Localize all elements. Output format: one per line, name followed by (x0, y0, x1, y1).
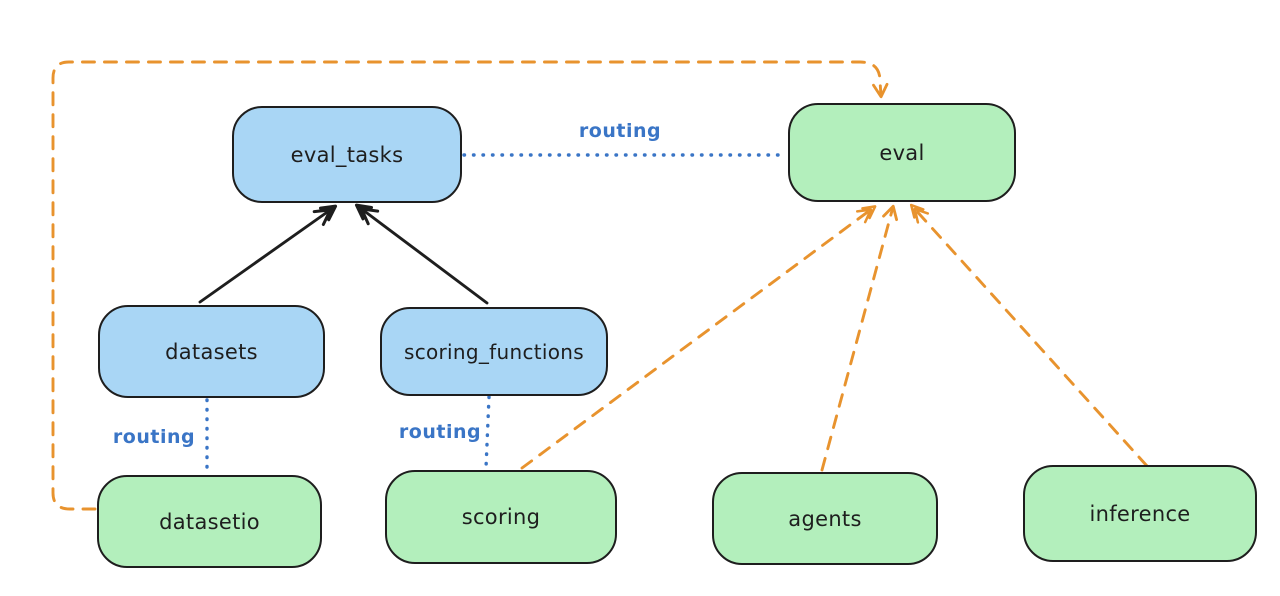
edge-datasets-to-eval-tasks (198, 204, 338, 304)
edge-inference-to-eval (909, 203, 1149, 468)
edge-label-routing-datasets: routing (112, 426, 196, 448)
node-inference[interactable]: inference (1023, 465, 1257, 562)
edge-label-routing-scoring: routing (398, 421, 482, 443)
node-eval[interactable]: eval (788, 103, 1016, 202)
node-eval-tasks-label: eval_tasks (290, 142, 404, 167)
node-scoring-functions-label: scoring_functions (403, 339, 585, 364)
node-eval-label: eval (879, 140, 925, 165)
node-inference-label: inference (1089, 501, 1191, 526)
node-eval-tasks[interactable]: eval_tasks (232, 106, 462, 203)
edge-label-routing-top: routing (578, 120, 662, 142)
node-datasetio-label: datasetio (159, 509, 260, 534)
edge-datasetio-to-eval (51, 60, 889, 511)
node-scoring[interactable]: scoring (385, 470, 617, 564)
edge-scoring-functions-to-scoring-routing (484, 395, 491, 470)
edge-scoring-functions-to-eval-tasks (354, 203, 489, 305)
node-agents-label: agents (788, 506, 862, 531)
node-datasetio[interactable]: datasetio (97, 475, 322, 568)
node-datasets-label: datasets (165, 339, 258, 364)
node-agents[interactable]: agents (712, 472, 938, 565)
edge-agents-to-eval (820, 204, 899, 472)
node-datasets[interactable]: datasets (98, 305, 325, 398)
edge-scoring-to-eval (520, 205, 877, 470)
node-scoring-functions[interactable]: scoring_functions (380, 307, 608, 396)
node-scoring-label: scoring (461, 505, 541, 529)
